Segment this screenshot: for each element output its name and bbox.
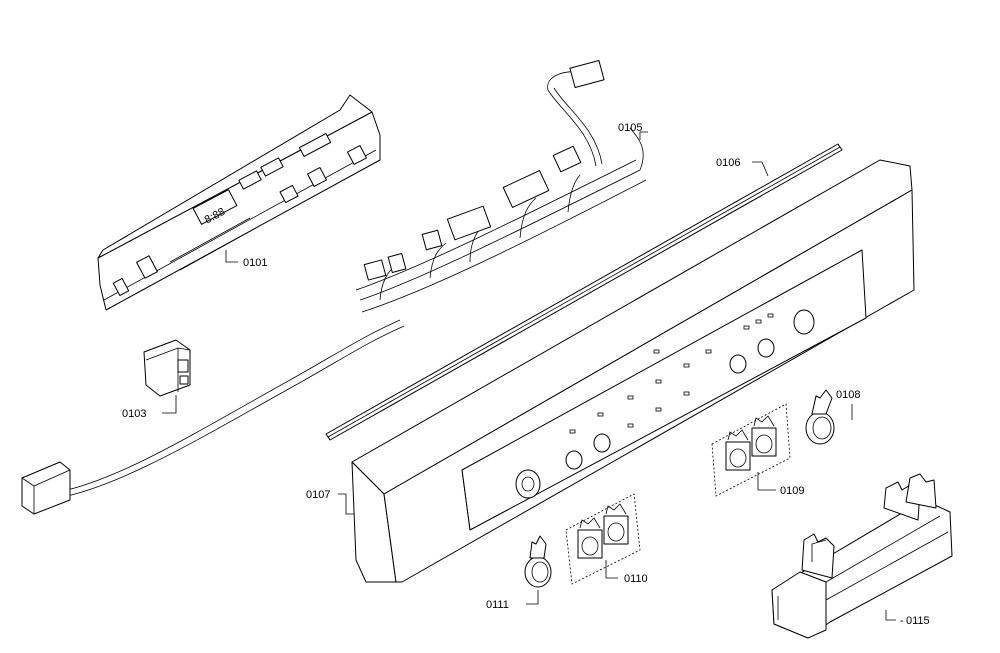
callout-0103: 0103 (122, 408, 146, 420)
leader-0103 (162, 395, 177, 414)
part-0111-knob[interactable] (524, 535, 552, 588)
part-0106-seal-strip[interactable] (325, 143, 843, 441)
leader-0106 (752, 161, 769, 177)
part-0107-control-panel[interactable] (351, 159, 915, 583)
leader-0105 (639, 131, 648, 140)
callout-0115: 0115 (906, 615, 930, 627)
callout-0110: 0110 (624, 573, 648, 585)
callout-0107: 0107 (306, 489, 330, 501)
callout-0109: 0109 (780, 485, 804, 497)
part-0105-wiring-harness[interactable] (21, 59, 647, 515)
callout-0115-dash: - (900, 615, 904, 627)
part-0108-knob[interactable] (805, 389, 835, 445)
leader-0111 (526, 590, 539, 605)
leader-0101 (225, 250, 238, 263)
callout-0101: 0101 (243, 257, 267, 269)
part-0109-button-set[interactable] (711, 403, 791, 497)
part-0115-support-bracket[interactable] (771, 473, 953, 639)
part-0110-button-set[interactable] (565, 493, 641, 585)
part-0103-connector[interactable] (143, 339, 191, 397)
leader-0115 (885, 610, 896, 621)
part-0101-circuit-board[interactable]: 8:88 (97, 94, 381, 311)
leader-0110 (605, 560, 618, 579)
leader-0109 (757, 472, 776, 491)
leader-0107 (338, 493, 354, 515)
callout-0106: 0106 (716, 157, 740, 169)
callout-0105: 0105 (618, 122, 642, 134)
callout-0111: 0111 (486, 599, 509, 611)
callout-0108: 0108 (836, 389, 860, 401)
